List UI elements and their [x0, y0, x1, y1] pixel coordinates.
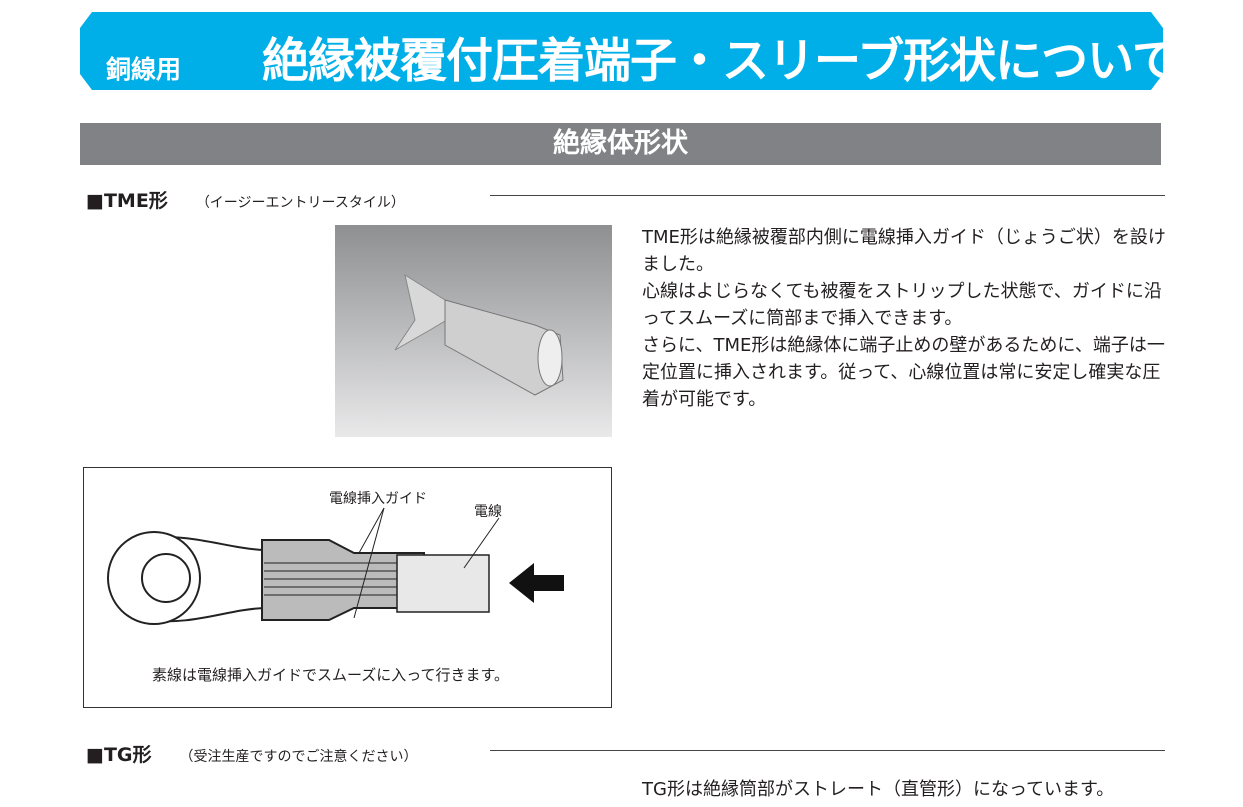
section-title: 絶縁体形状	[80, 123, 1161, 165]
tme-diagram: 電線挿入ガイド 電線 素線は電線挿入ガイドでスムーズに入って行きます。	[83, 467, 612, 708]
guide-label: 電線挿入ガイド	[329, 491, 427, 507]
diagram-caption: 素線は電線挿入ガイドでスムーズに入って行きます。	[152, 666, 510, 684]
tme-heading: ■TME形 （イージーエントリースタイル）	[86, 186, 405, 213]
header-banner: 銅線用 絶縁被覆付圧着端子・スリーブ形状について	[80, 12, 1163, 90]
header-category: 銅線用	[106, 55, 182, 84]
tme-description: TME形は絶縁被覆部内側に電線挿入ガイド（じょうご状）を設けました。 心線はよじ…	[642, 224, 1172, 413]
tme-label: ■TME形	[86, 190, 168, 212]
tg-label: ■TG形	[86, 744, 152, 766]
tme-product-photo	[335, 225, 612, 437]
tme-paragraph: さらに、TME形は絶縁体に端子止めの壁があるために、端子は一定位置に挿入されます…	[642, 335, 1165, 410]
tg-heading: ■TG形 （受注生産ですのでご注意ください）	[86, 740, 418, 767]
page-title: 絶縁被覆付圧着端子・スリーブ形状について	[262, 34, 1178, 89]
tme-note: （イージーエントリースタイル）	[195, 195, 405, 211]
tg-note: （受注生産ですのでご注意ください）	[179, 749, 418, 765]
divider	[490, 195, 1165, 196]
tg-description: TG形は絶縁筒部がストレート（直管形）になっています。	[642, 779, 1115, 800]
tme-paragraph: 心線はよじらなくても被覆をストリップした状態で、ガイドに沿ってスムーズに筒部まで…	[642, 281, 1162, 329]
divider	[490, 750, 1165, 751]
tme-paragraph: TME形は絶縁被覆部内側に電線挿入ガイド（じょうご状）を設けました。	[642, 227, 1166, 275]
wire-label: 電線	[474, 504, 502, 520]
